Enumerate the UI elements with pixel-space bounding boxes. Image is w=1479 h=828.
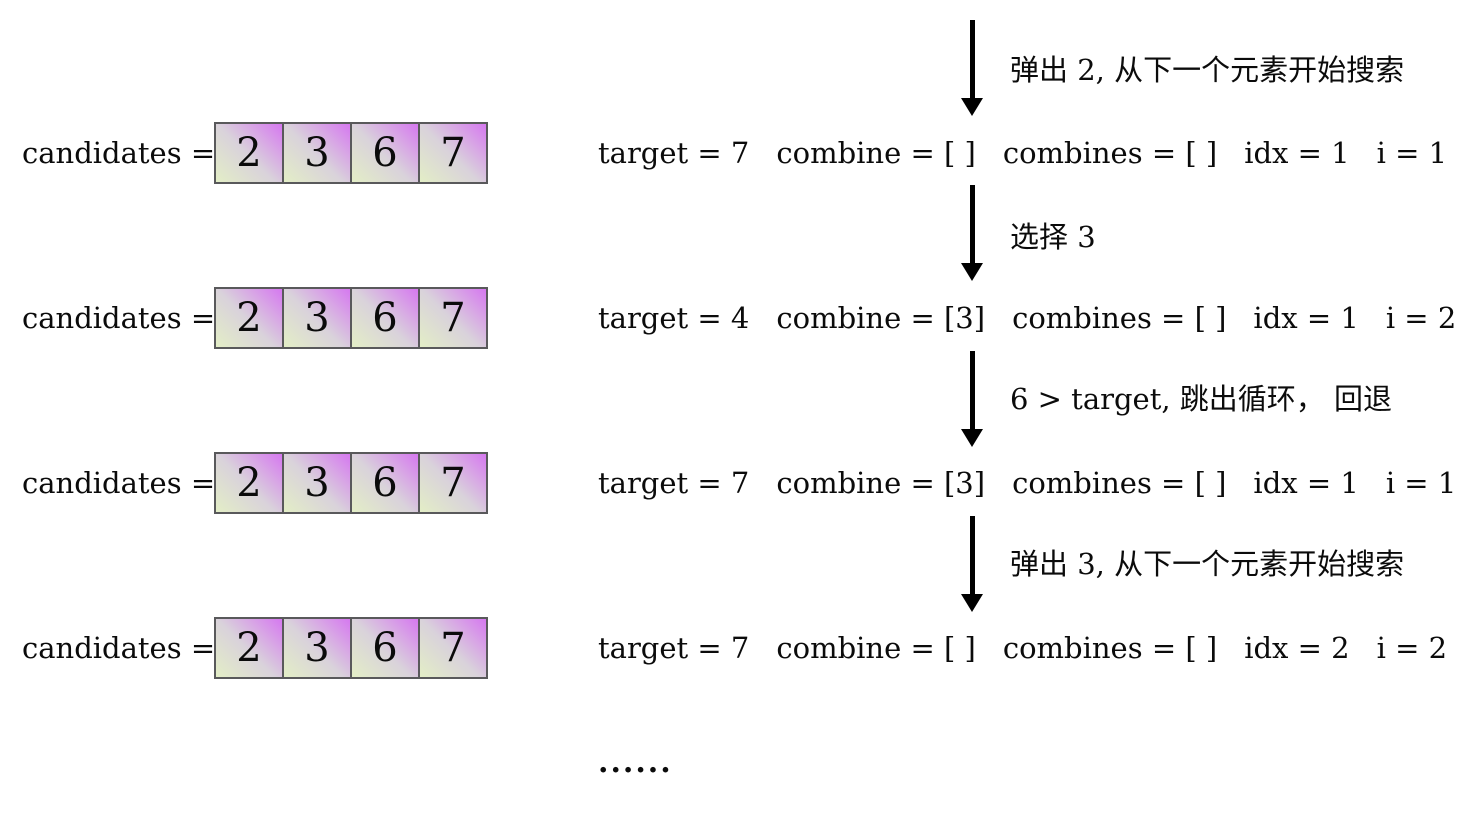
arrow-shaft [969,351,975,429]
idx-value: idx = 1 [1244,136,1350,170]
array-cell: 6 [350,287,420,349]
target-value: target = 4 [598,301,750,335]
array-cell: 7 [418,287,488,349]
array-cell: 2 [214,122,284,184]
combine-value: combine = [ ] [776,631,976,665]
arrow-head-icon [961,594,983,612]
arrow-head-icon [961,98,983,116]
combines-value: combines = [ ] [1012,301,1227,335]
idx-value: idx = 1 [1253,301,1359,335]
state-line: target = 7 combine = [ ] combines = [ ] … [598,631,1447,665]
down-arrow-3 [961,351,983,447]
array-cell: 3 [282,617,352,679]
array-cell: 2 [214,287,284,349]
target-value: target = 7 [598,136,750,170]
array-cell: 6 [350,452,420,514]
combine-value: combine = [ ] [776,136,976,170]
i-value: i = 2 [1376,631,1448,665]
array-cell: 3 [282,287,352,349]
continuation-ellipsis: ...... [598,745,673,780]
array-cell: 3 [282,122,352,184]
idx-value: idx = 1 [1253,466,1359,500]
target-value: target = 7 [598,466,750,500]
arrow-head-icon [961,429,983,447]
idx-value: idx = 2 [1244,631,1350,665]
candidates-array: 2 3 6 7 [214,617,488,679]
trace-row-3: candidates = 2 3 6 7 target = 7 combine … [0,452,1479,514]
candidates-label: candidates = [22,631,216,665]
arrow-label-pop-3: 弹出 3, 从下一个元素开始搜索 [1010,547,1405,581]
combines-value: combines = [ ] [1002,136,1218,170]
arrow-shaft [969,185,975,263]
combines-value: combines = [ ] [1012,466,1227,500]
candidates-label: candidates = [22,301,216,335]
combines-value: combines = [ ] [1002,631,1218,665]
candidates-label: candidates = [22,466,216,500]
down-arrow-1 [961,20,983,116]
array-cell: 2 [214,452,284,514]
trace-row-1: candidates = 2 3 6 7 target = 7 combine … [0,122,1479,184]
array-cell: 7 [418,617,488,679]
array-cell: 2 [214,617,284,679]
state-line: target = 4 combine = [3] combines = [ ] … [598,301,1456,335]
array-cell: 7 [418,122,488,184]
array-cell: 6 [350,617,420,679]
i-value: i = 1 [1385,466,1457,500]
array-cell: 3 [282,452,352,514]
i-value: i = 2 [1385,301,1457,335]
arrow-shaft [969,516,975,594]
down-arrow-4 [961,516,983,612]
arrow-label-pop-2: 弹出 2, 从下一个元素开始搜索 [1010,53,1405,87]
combine-value: combine = [3] [776,301,986,335]
arrow-label-break-backtrack: 6 > target, 跳出循环， 回退 [1010,382,1393,416]
candidates-label: candidates = [22,136,216,170]
down-arrow-2 [961,185,983,281]
array-cell: 7 [418,452,488,514]
trace-row-4: candidates = 2 3 6 7 target = 7 combine … [0,617,1479,679]
candidates-array: 2 3 6 7 [214,452,488,514]
arrow-head-icon [961,263,983,281]
combine-value: combine = [3] [776,466,986,500]
target-value: target = 7 [598,631,750,665]
array-cell: 6 [350,122,420,184]
state-line: target = 7 combine = [3] combines = [ ] … [598,466,1456,500]
arrow-label-choose-3: 选择 3 [1010,220,1096,254]
state-line: target = 7 combine = [ ] combines = [ ] … [598,136,1447,170]
candidates-array: 2 3 6 7 [214,287,488,349]
i-value: i = 1 [1376,136,1448,170]
trace-row-2: candidates = 2 3 6 7 target = 4 combine … [0,287,1479,349]
arrow-shaft [969,20,975,98]
candidates-array: 2 3 6 7 [214,122,488,184]
